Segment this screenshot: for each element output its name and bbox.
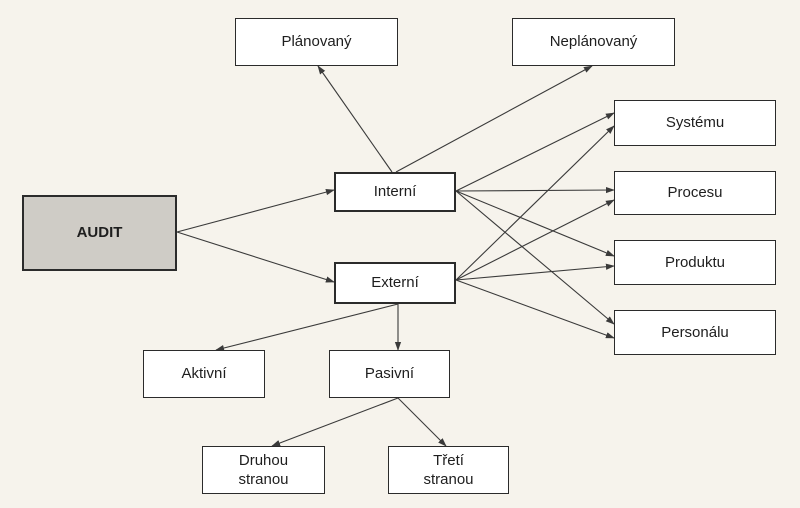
node-personalu-label: Personálu	[661, 323, 729, 341]
node-procesu-label: Procesu	[667, 184, 723, 202]
node-neplanovany: Neplánovaný	[512, 18, 675, 66]
edge-externi-produktu	[455, 263, 615, 281]
node-druhou-stranou-label: Druhou stranou	[238, 451, 289, 489]
edge-pasivni-druhou	[271, 397, 399, 447]
node-produktu: Produktu	[614, 240, 776, 285]
edge-interni-produktu	[455, 190, 615, 257]
edge-externi-systemu	[455, 125, 615, 281]
edge-audit-externi	[176, 231, 335, 283]
node-interni: Interní	[334, 172, 456, 212]
node-interni-label: Interní	[373, 183, 417, 201]
edge-interni-procesu	[455, 186, 615, 194]
node-externi-label: Externí	[371, 274, 419, 292]
node-personalu: Personálu	[614, 310, 776, 355]
node-druhou-stranou: Druhou stranou	[202, 446, 325, 494]
node-audit: AUDIT	[22, 195, 177, 271]
edge-audit-interni	[176, 189, 335, 233]
node-systemu: Systému	[614, 100, 776, 146]
node-pasivni: Pasivní	[329, 350, 450, 398]
node-externi: Externí	[334, 262, 456, 304]
edge-interni-systemu	[455, 112, 615, 192]
edge-interni-personalu	[455, 190, 615, 325]
node-pasivni-label: Pasivní	[364, 365, 415, 383]
node-systemu-label: Systému	[665, 114, 725, 132]
node-treti-stranou-label: Třetí stranou	[423, 451, 474, 489]
node-planovany: Plánovaný	[235, 18, 398, 66]
node-neplanovany-label: Neplánovaný	[549, 33, 638, 51]
edge-pasivni-treti	[397, 397, 447, 447]
node-aktivni: Aktivní	[143, 350, 265, 398]
edge-interni-neplanovany	[395, 65, 593, 173]
node-planovany-label: Plánovaný	[281, 33, 352, 51]
edge-interni-planovany	[317, 65, 393, 173]
node-procesu: Procesu	[614, 171, 776, 215]
node-treti-stranou: Třetí stranou	[388, 446, 509, 494]
node-audit-label: AUDIT	[76, 224, 123, 242]
edge-externi-personalu	[455, 279, 615, 339]
node-aktivni-label: Aktivní	[181, 365, 227, 383]
node-produktu-label: Produktu	[664, 253, 726, 271]
edge-externi-aktivni	[215, 303, 399, 352]
edge-externi-procesu	[455, 199, 615, 281]
